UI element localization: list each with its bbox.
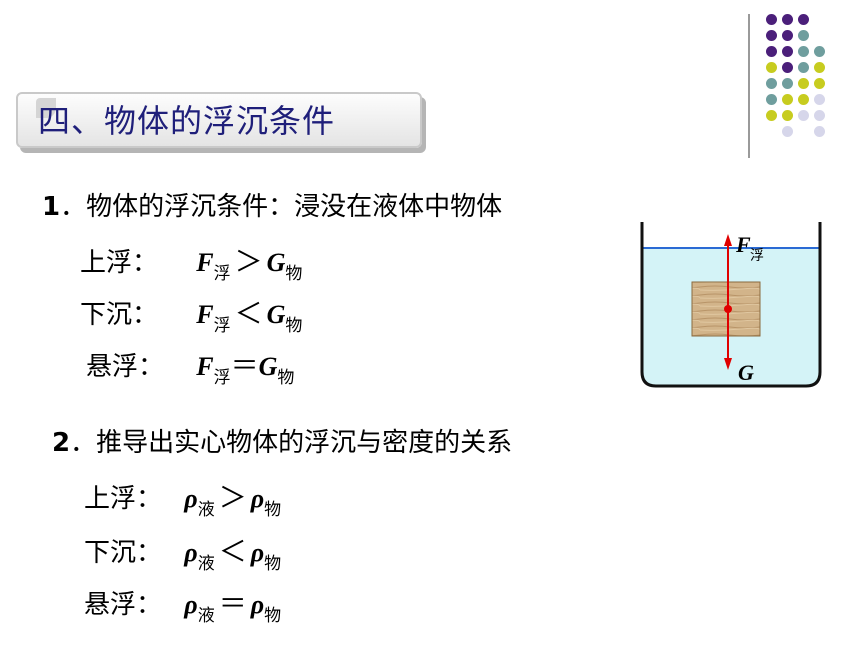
- buoyancy-label-sub: 浮: [750, 248, 764, 264]
- decorative-dot: [798, 78, 809, 89]
- decorative-dot: [798, 30, 809, 41]
- section2-dot: ．: [70, 428, 97, 458]
- decorative-dot: [782, 78, 793, 89]
- formula-left: ρ: [184, 590, 198, 619]
- decorative-dot-grid: [766, 14, 830, 144]
- formula-op: ＞: [234, 245, 263, 278]
- page-title: 四、物体的浮沉条件: [38, 102, 336, 140]
- decorative-dot: [782, 14, 793, 25]
- section1-number: 1: [42, 192, 61, 222]
- title-box-corner: [36, 98, 56, 118]
- section2-row-suspend: 悬浮： ρ液＝ρ物: [84, 582, 281, 626]
- title-box: [16, 92, 422, 148]
- decorative-dot: [782, 94, 793, 105]
- decorative-dot: [782, 62, 793, 73]
- decorative-dot: [798, 110, 809, 121]
- decorative-dot: [814, 46, 825, 57]
- formula-right: G: [258, 352, 278, 381]
- gravity-arrow-head: [724, 358, 732, 370]
- decorative-dot: [782, 46, 793, 57]
- formula-right: G: [266, 248, 286, 277]
- section2-heading-line: 2．推导出实心物体的浮沉与密度的关系: [52, 422, 512, 459]
- section2-row-float: 上浮： ρ液＞ρ物: [84, 476, 281, 520]
- decorative-dot: [814, 94, 825, 105]
- decorative-dot: [798, 14, 809, 25]
- formula-left: F: [196, 248, 214, 277]
- row-label: 上浮：: [84, 484, 163, 514]
- decorative-dot: [798, 62, 809, 73]
- buoyancy-label: F: [735, 232, 751, 257]
- formula-right-sub: 物: [264, 606, 282, 626]
- row-label: 悬浮：: [84, 590, 163, 620]
- decorative-dot: [766, 30, 777, 41]
- section1-row-sink: 下沉： F浮＜G物: [80, 292, 302, 336]
- formula-left-sub: 液: [197, 606, 215, 626]
- formula-right-sub: 物: [264, 554, 282, 574]
- section2-number: 2: [52, 428, 71, 458]
- formula-left-sub: 浮: [213, 316, 231, 336]
- decorative-dot: [814, 126, 825, 137]
- formula-left-sub: 浮: [213, 264, 231, 284]
- decorative-dot: [766, 14, 777, 25]
- formula-left: ρ: [184, 484, 198, 513]
- formula-op: ＝: [218, 587, 247, 620]
- formula-left-sub: 液: [197, 500, 215, 520]
- section1-row-suspend: 悬浮： F浮＝G物: [86, 344, 294, 388]
- formula-left: ρ: [184, 538, 198, 567]
- section1-dot: ．: [60, 192, 87, 222]
- section1-heading: 物体的浮沉条件：浸没在液体中物体: [86, 192, 503, 222]
- formula-left-sub: 浮: [213, 368, 231, 388]
- beaker-wall: [640, 222, 822, 388]
- formula-right-sub: 物: [264, 500, 282, 520]
- section1-heading-line: 1．物体的浮沉条件：浸没在液体中物体: [42, 186, 502, 223]
- decorative-dot: [798, 94, 809, 105]
- decorative-divider-line: [748, 14, 750, 158]
- formula-right: ρ: [250, 590, 265, 619]
- row-label: 上浮：: [80, 248, 159, 278]
- formula-left: F: [196, 352, 214, 381]
- decorative-dot: [814, 110, 825, 121]
- decorative-dot: [814, 62, 825, 73]
- decorative-dot: [782, 30, 793, 41]
- decorative-dot: [782, 110, 793, 121]
- gravity-label: G: [738, 360, 754, 385]
- decorative-dot: [766, 46, 777, 57]
- decorative-dot: [766, 94, 777, 105]
- row-label: 下沉：: [80, 300, 159, 330]
- section2-row-sink: 下沉： ρ液＜ρ物: [84, 530, 281, 574]
- center-point: [724, 305, 732, 313]
- formula-op: ＞: [218, 481, 247, 514]
- formula-right-sub: 物: [285, 264, 303, 284]
- section2-heading: 推导出实心物体的浮沉与密度的关系: [96, 428, 513, 458]
- formula-right: G: [266, 300, 286, 329]
- decorative-dot: [766, 110, 777, 121]
- formula-left-sub: 液: [197, 554, 215, 574]
- formula-left: F: [196, 300, 214, 329]
- beaker-figure: F 浮 G: [640, 222, 822, 388]
- row-label: 悬浮：: [86, 352, 165, 382]
- formula-right-sub: 物: [277, 368, 295, 388]
- formula-right: ρ: [250, 484, 265, 513]
- decorative-dot: [766, 62, 777, 73]
- decorative-dot: [814, 78, 825, 89]
- formula-op: ＝: [230, 349, 259, 382]
- formula-op: ＜: [218, 535, 247, 568]
- buoyancy-arrow-head: [724, 234, 732, 246]
- decorative-dot: [782, 126, 793, 137]
- decorative-dot: [798, 46, 809, 57]
- formula-op: ＜: [234, 297, 263, 330]
- formula-right: ρ: [250, 538, 265, 567]
- decorative-dot: [766, 78, 777, 89]
- section1-row-float: 上浮： F浮＞G物: [80, 240, 302, 284]
- row-label: 下沉：: [84, 538, 163, 568]
- formula-right-sub: 物: [285, 316, 303, 336]
